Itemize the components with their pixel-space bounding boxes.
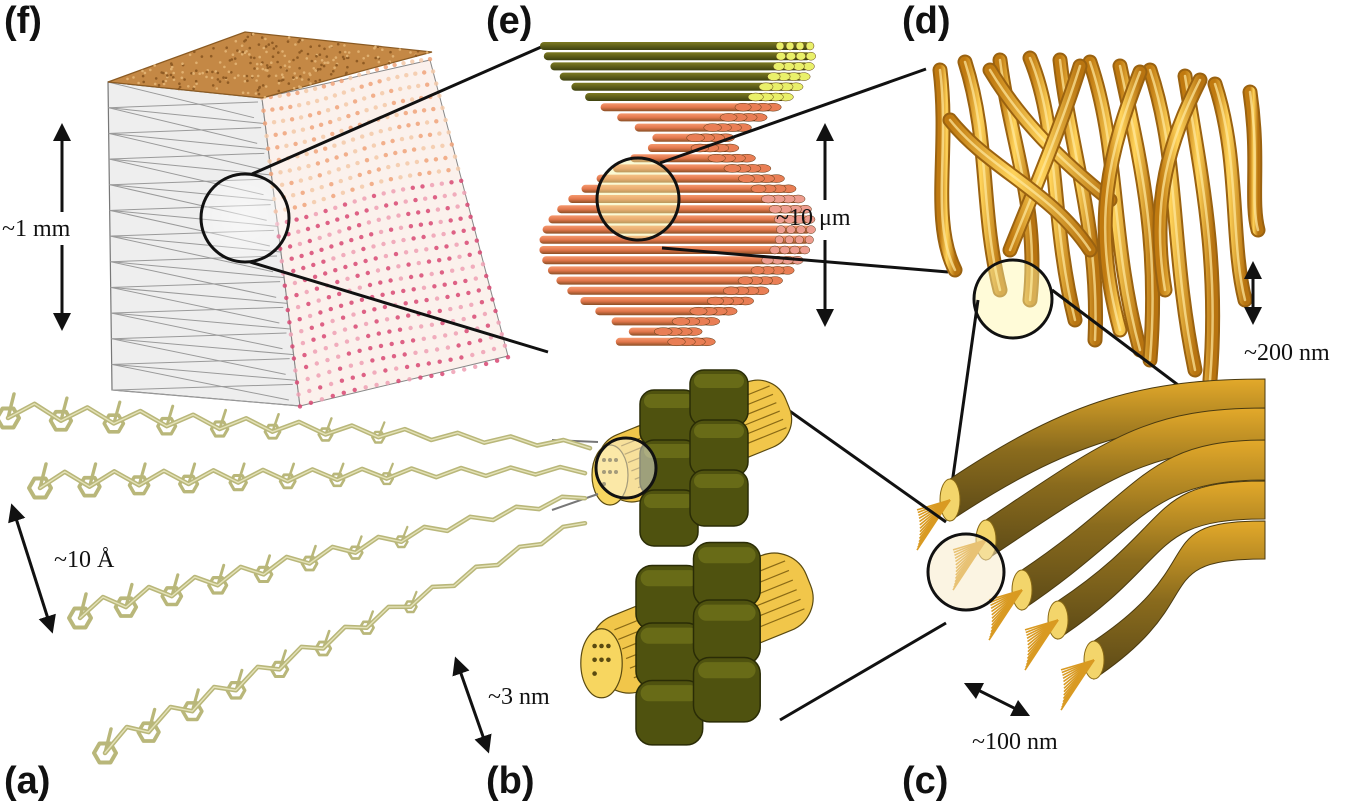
twisted-plywood-stack	[539, 42, 815, 346]
panel-label-b: (b)	[486, 762, 535, 800]
scale-label-e: ~10 μm	[776, 206, 851, 230]
zoom-circle-icon	[597, 158, 679, 240]
scale-label-d: ~200 nm	[1244, 341, 1330, 365]
zoom-circle-icon	[974, 260, 1052, 338]
panel-label-a: (a)	[4, 762, 50, 800]
scale-label-b: ~3 nm	[488, 685, 550, 709]
panel-label-e: (e)	[486, 2, 532, 40]
double-arrow-icon	[458, 665, 486, 745]
zoom-circle-icon	[596, 438, 656, 498]
fiber-network	[940, 58, 1258, 380]
panel-label-d: (d)	[902, 2, 951, 40]
double-arrow-icon	[14, 512, 50, 625]
chitin-protein-fibrils	[580, 370, 823, 745]
double-arrow-icon	[972, 687, 1022, 712]
scale-label-f: ~1 mm	[2, 217, 70, 241]
scale-label-a: ~10 Å	[54, 548, 114, 572]
fiber-bundle	[917, 379, 1265, 710]
panel-label-f: (f)	[4, 2, 42, 40]
scale-label-c: ~100 nm	[972, 730, 1058, 754]
panel-label-c: (c)	[902, 762, 948, 800]
zoom-circle-icon	[201, 174, 289, 262]
zoom-connector-c-b	[760, 390, 946, 720]
zoom-circle-icon	[928, 534, 1004, 610]
